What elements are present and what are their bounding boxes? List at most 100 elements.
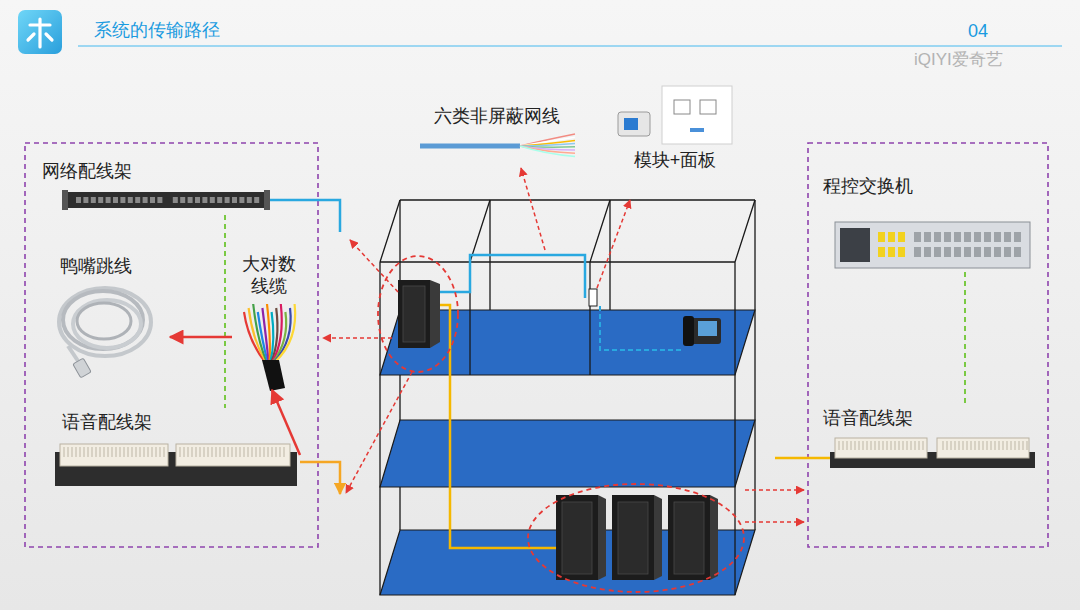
port bbox=[954, 247, 961, 257]
component-label: 大对数 线缆 bbox=[232, 250, 305, 390]
part-name: 六类非屏蔽网线 bbox=[434, 106, 560, 128]
wall-socket bbox=[589, 289, 597, 306]
part-name: 程控交换机 bbox=[823, 176, 913, 198]
terminal bbox=[843, 441, 844, 450]
terminal bbox=[68, 447, 69, 457]
terminal bbox=[991, 441, 992, 450]
voice-cable bbox=[300, 462, 340, 494]
patch-cord-coil bbox=[63, 291, 143, 349]
terminal bbox=[252, 447, 253, 457]
wire bbox=[253, 304, 267, 362]
server-cabinet bbox=[618, 502, 648, 574]
terminal bbox=[92, 447, 93, 457]
terminal bbox=[116, 447, 117, 457]
terminal bbox=[907, 441, 908, 450]
port bbox=[964, 232, 971, 242]
highlight-ellipse bbox=[378, 256, 744, 592]
voice-patch-panel bbox=[176, 444, 290, 466]
terminal bbox=[224, 447, 225, 457]
header-decor bbox=[28, 19, 52, 47]
voice-patch-panel bbox=[830, 452, 1035, 468]
wire bbox=[267, 304, 270, 362]
terminal bbox=[915, 441, 916, 450]
terminal bbox=[124, 447, 125, 457]
patch-panel bbox=[66, 192, 266, 208]
terminal bbox=[240, 447, 241, 457]
leader-arrow bbox=[323, 337, 392, 339]
terminal bbox=[943, 441, 944, 450]
port bbox=[924, 247, 931, 257]
terminal bbox=[96, 447, 97, 457]
terminal bbox=[148, 447, 149, 457]
terminal bbox=[1015, 441, 1016, 450]
patch-cord-coil bbox=[77, 303, 131, 339]
terminal bbox=[88, 447, 89, 457]
connector bbox=[170, 336, 232, 339]
port bbox=[91, 197, 96, 203]
module-and-faceplate bbox=[618, 86, 732, 144]
wire bbox=[275, 304, 295, 362]
part-name: 大对数 线缆 bbox=[236, 254, 301, 297]
server-cabinet bbox=[556, 495, 598, 580]
port bbox=[143, 197, 148, 203]
terminal bbox=[883, 441, 884, 450]
port bbox=[898, 247, 905, 257]
port bbox=[210, 197, 215, 203]
port bbox=[135, 197, 140, 203]
terminal bbox=[895, 441, 896, 450]
terminal bbox=[851, 441, 852, 450]
ip-phone bbox=[683, 316, 694, 346]
port bbox=[1004, 232, 1011, 242]
header-decor bbox=[18, 10, 62, 54]
leader-arrow bbox=[745, 489, 804, 491]
leader-arrow bbox=[323, 168, 804, 522]
terminal bbox=[979, 441, 980, 450]
component-label: 鸭嘴跳线 bbox=[42, 250, 170, 380]
port bbox=[188, 197, 193, 203]
voice-patch-panel bbox=[835, 438, 927, 458]
wire bbox=[258, 312, 268, 362]
port bbox=[984, 247, 991, 257]
terminal bbox=[232, 447, 233, 457]
voice-cable bbox=[300, 462, 340, 494]
module-and-faceplate bbox=[674, 100, 690, 114]
terminal bbox=[839, 441, 1027, 450]
terminal bbox=[256, 447, 257, 457]
terminal bbox=[236, 447, 237, 457]
leader-arrow bbox=[350, 240, 398, 292]
port bbox=[898, 232, 905, 242]
voice-patch-panel bbox=[55, 444, 297, 486]
wire bbox=[520, 144, 575, 146]
pbx-switch bbox=[835, 222, 1030, 268]
ip-phone bbox=[683, 318, 721, 344]
port bbox=[232, 197, 237, 203]
port bbox=[878, 232, 885, 242]
component-label: 网络配线架 bbox=[40, 157, 270, 215]
terminal bbox=[136, 447, 137, 457]
terminal bbox=[975, 441, 976, 450]
part-name: 网络配线架 bbox=[42, 161, 132, 183]
pbx-switch bbox=[835, 222, 1030, 268]
terminal bbox=[284, 447, 285, 457]
slide-title: 系统的传输路径 bbox=[94, 20, 220, 42]
wire bbox=[262, 308, 268, 362]
terminal bbox=[272, 447, 273, 457]
terminal bbox=[276, 447, 277, 457]
highlight-ellipse bbox=[378, 256, 458, 372]
building-floor bbox=[380, 420, 755, 487]
connector bbox=[224, 215, 226, 408]
wire bbox=[520, 134, 575, 156]
port bbox=[128, 197, 133, 203]
port bbox=[202, 197, 207, 203]
terminal bbox=[112, 447, 113, 457]
pbx-switch bbox=[840, 228, 870, 262]
port bbox=[254, 197, 259, 203]
server-cabinet bbox=[556, 495, 718, 580]
terminal bbox=[192, 447, 193, 457]
port bbox=[217, 197, 222, 203]
module-and-faceplate bbox=[690, 128, 704, 132]
